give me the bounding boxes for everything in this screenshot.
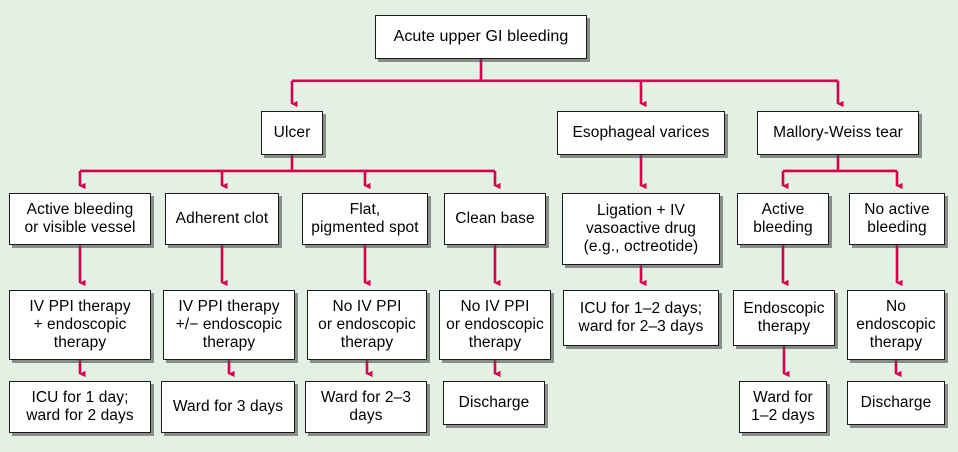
node-discharge-1: Discharge (443, 381, 545, 425)
node-mw-no-active: No active bleeding (849, 193, 945, 245)
node-no-ivppi-2: No IV PPI or endoscopic therapy (439, 290, 551, 360)
node-endo-therapy: Endoscopic therapy (733, 290, 835, 346)
node-label: ICU for 1 day; ward for 2 days (26, 389, 134, 424)
node-label: Ward for 1–2 days (751, 389, 815, 424)
node-active-bleed: Active bleeding or visible vessel (9, 193, 151, 245)
node-icu-1day: ICU for 1 day; ward for 2 days (9, 381, 151, 433)
node-label: Esophageal varices (572, 124, 710, 142)
node-ward-2-3: Ward for 2–3 days (305, 381, 427, 433)
node-label: Ligation + IV vasoactive drug (e.g., oct… (583, 202, 699, 255)
node-ward-1-2: Ward for 1–2 days (739, 381, 827, 433)
node-label: No IV PPI or endoscopic therapy (446, 298, 544, 351)
node-label: Endoscopic therapy (743, 300, 825, 335)
node-clean-base: Clean base (444, 193, 546, 245)
node-root: Acute upper GI bleeding (375, 15, 587, 59)
node-mw-active: Active bleeding (737, 193, 829, 245)
node-label: Active bleeding (753, 201, 813, 236)
node-adherent-clot: Adherent clot (165, 193, 279, 245)
node-label: Adherent clot (175, 210, 269, 228)
node-ward-3: Ward for 3 days (161, 381, 295, 433)
node-varices: Esophageal varices (557, 111, 725, 155)
node-label: Clean base (455, 210, 535, 228)
node-label: ICU for 1–2 days; ward for 2–3 days (578, 300, 704, 335)
node-label: Ward for 3 days (172, 398, 284, 416)
node-no-ivppi-1: No IV PPI or endoscopic therapy (307, 290, 427, 360)
node-label: IV PPI therapy +/− endoscopic therapy (175, 298, 283, 351)
node-label: IV PPI therapy + endoscopic therapy (29, 298, 131, 351)
node-ulcer: Ulcer (261, 111, 323, 155)
node-label: Active bleeding or visible vessel (24, 201, 136, 236)
node-discharge-2: Discharge (847, 381, 945, 425)
node-label: Discharge (860, 394, 932, 412)
node-label: No active bleeding (864, 201, 930, 236)
node-label: Mallory-Weiss tear (773, 124, 903, 142)
node-label: Flat, pigmented spot (311, 201, 419, 236)
node-ligation: Ligation + IV vasoactive drug (e.g., oct… (562, 193, 720, 265)
node-icu-1-2: ICU for 1–2 days; ward for 2–3 days (563, 290, 719, 346)
node-label: No IV PPI or endoscopic therapy (318, 298, 416, 351)
node-flat-spot: Flat, pigmented spot (302, 193, 428, 245)
node-label: Acute upper GI bleeding (393, 27, 569, 45)
node-label: No endoscopic therapy (856, 298, 936, 351)
node-ivppi-endo: IV PPI therapy + endoscopic therapy (9, 290, 151, 360)
node-no-endo-therapy: No endoscopic therapy (847, 290, 945, 360)
node-mallory: Mallory-Weiss tear (757, 111, 919, 155)
node-label: Ward for 2–3 days (320, 389, 412, 424)
node-ivppi-pm-endo: IV PPI therapy +/− endoscopic therapy (163, 290, 295, 360)
node-label: Ulcer (273, 124, 311, 142)
node-label: Discharge (458, 394, 530, 412)
